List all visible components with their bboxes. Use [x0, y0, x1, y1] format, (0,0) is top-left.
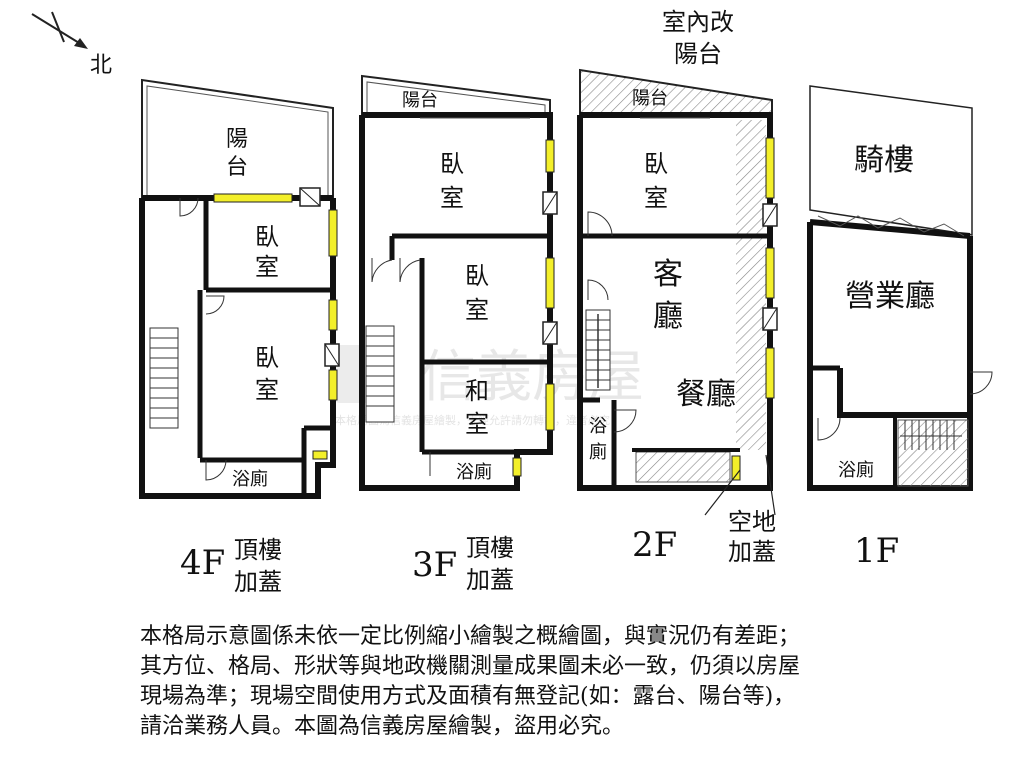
floor-note: 加蓋	[234, 568, 282, 596]
disclaimer-line: 現場為準；現場空間使用方式及面積有無登記(如：露台、陽台等)，	[140, 684, 796, 709]
outer-wall	[139, 198, 336, 499]
disclaimer-line: 其方位、格局、形狀等與地政機關測量成果圖未必一致，仍須以房屋	[140, 654, 801, 679]
stairs	[149, 327, 179, 429]
floor-3f: 陽台 臥 室 臥 室 和 室 浴廁 3F 頂樓 加蓋	[359, 74, 558, 594]
balcony-label: 陽台	[402, 90, 438, 111]
disclaimer-line: 本格局示意圖係未依一定比例縮小繪製之概繪圖，與實況仍有差距；	[140, 624, 801, 649]
stairs	[365, 325, 395, 423]
side-extension-hatch	[736, 120, 766, 450]
stairs	[585, 309, 611, 391]
floor-note: 頂樓	[466, 534, 514, 562]
floor-name: 4F	[180, 543, 225, 583]
japanese-room-label: 和	[465, 377, 489, 405]
floor-name: 3F	[412, 545, 457, 585]
floor-note: 加蓋	[466, 566, 514, 594]
living-room-label: 客	[653, 257, 683, 292]
yard-extension-hatch	[635, 451, 731, 483]
floor-name: 2F	[632, 525, 677, 565]
bedroom-label: 臥	[255, 223, 279, 251]
enclosed-balcony-label: 陽台	[674, 40, 722, 68]
bedroom-label: 臥	[255, 344, 279, 372]
yard-extension-label: 空地	[728, 508, 776, 536]
enclosed-balcony	[579, 68, 773, 116]
floor-2f: 室內改 陽台 陽台 臥 室 客 廳 餐廳 浴 廁 空地 加蓋 2F	[577, 8, 778, 566]
outer-wall	[807, 222, 973, 491]
bedroom-label: 室	[465, 296, 489, 324]
disclaimer-line: 請洽業務人員。本圖為信義房屋繪製，盜用必究。	[140, 714, 625, 739]
north-label: 北	[90, 53, 112, 78]
bedroom-label: 室	[255, 253, 279, 281]
floor-name: 1F	[854, 531, 899, 571]
watermark-notice: 本格局圖為信義房屋繪製，未經允許請勿轉載，違者必究	[335, 413, 610, 427]
bedroom-label: 室	[255, 376, 279, 404]
yard-extension-label: 加蓋	[728, 538, 776, 566]
balcony-label: 台	[226, 155, 248, 180]
bedroom-label: 臥	[440, 150, 464, 178]
balcony-outline	[361, 74, 551, 116]
outer-wall	[577, 112, 773, 491]
bathroom-label: 浴廁	[456, 461, 492, 483]
bathroom-label: 浴廁	[232, 468, 268, 490]
balcony-label: 陽	[226, 127, 248, 152]
bathroom-label: 廁	[589, 441, 607, 463]
enclosed-balcony-label: 室內改	[662, 8, 734, 36]
disclaimer: 本格局示意圖係未依一定比例縮小繪製之概繪圖，與實況仍有差距； 其方位、格局、形狀…	[140, 622, 990, 742]
bedroom-label: 臥	[644, 150, 668, 178]
business-hall-label: 營業廳	[845, 279, 935, 314]
floor-note: 頂樓	[234, 536, 282, 564]
living-room-label: 廳	[653, 299, 683, 334]
bedroom-label: 臥	[465, 262, 489, 290]
japanese-room-label: 室	[465, 410, 489, 438]
balcony-label: 陽台	[632, 88, 668, 109]
bathroom-label: 浴廁	[838, 459, 874, 481]
bedroom-label: 室	[644, 184, 668, 212]
bathroom-label: 浴	[589, 416, 607, 437]
dining-room-label: 餐廳	[676, 377, 736, 412]
floor-1f: 騎樓 營業廳 浴廁 1F	[807, 85, 993, 571]
north-arrow: 北	[31, 11, 112, 78]
bedroom-label: 室	[440, 184, 464, 212]
floor-4f: 陽 台 臥 室 臥 室 浴廁 4F 頂樓 加蓋	[139, 78, 340, 596]
arcade-outline	[809, 85, 973, 236]
arcade-label: 騎樓	[854, 143, 914, 178]
